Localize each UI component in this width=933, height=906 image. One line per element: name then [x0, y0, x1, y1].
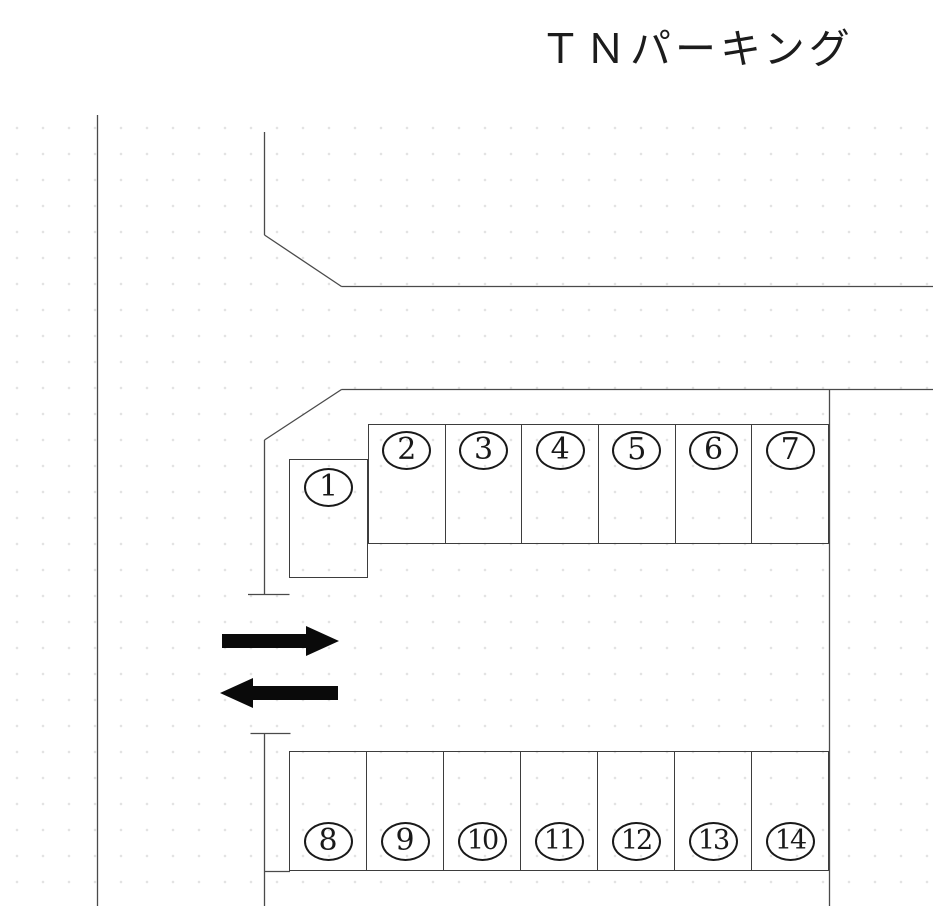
parking-row-bottom: 8 9 10 11 12 13 14 — [289, 751, 829, 871]
arrow-left-icon — [220, 678, 338, 708]
space-number-badge: 6 — [689, 431, 739, 470]
parking-space-3: 3 — [446, 425, 523, 543]
arrow-right-icon — [222, 626, 339, 656]
parking-space-9: 9 — [367, 752, 444, 870]
space-number-badge: 1 — [304, 468, 353, 507]
parking-row-top: 2 3 4 5 6 7 — [368, 424, 829, 544]
space-number-badge: 11 — [534, 822, 584, 861]
parking-space-13: 13 — [675, 752, 752, 870]
space-number-badge: 7 — [765, 431, 815, 470]
page-title: ＴＮパーキング — [540, 25, 854, 73]
space-number-badge: 5 — [612, 431, 662, 470]
space-number-badge: 9 — [380, 822, 430, 861]
parking-space-7: 7 — [752, 425, 828, 543]
space-number-badge: 2 — [382, 431, 432, 470]
space-number-badge: 3 — [459, 431, 508, 470]
parking-space-8: 8 — [290, 752, 367, 870]
entry-splay-diagonal-line — [264, 388, 342, 441]
parking-space-1: 1 — [289, 459, 368, 578]
parking-space-2: 2 — [369, 425, 446, 543]
parking-space-10: 10 — [444, 752, 521, 870]
parking-space-4: 4 — [522, 425, 600, 543]
parking-space-12: 12 — [598, 752, 675, 870]
parking-space-6: 6 — [676, 425, 753, 543]
grid-dots-background — [0, 106, 933, 906]
north-splay-diagonal-line — [264, 234, 342, 288]
space-number-badge: 8 — [303, 822, 353, 861]
space-number-badge: 10 — [457, 822, 507, 861]
space-number-badge: 14 — [765, 822, 815, 861]
space-number-badge: 4 — [535, 431, 585, 470]
parking-space-14: 14 — [752, 752, 828, 870]
parking-space-5: 5 — [599, 425, 676, 543]
space-number-badge: 13 — [688, 822, 738, 861]
parking-space-11: 11 — [521, 752, 598, 870]
space-number-badge: 12 — [611, 822, 661, 861]
